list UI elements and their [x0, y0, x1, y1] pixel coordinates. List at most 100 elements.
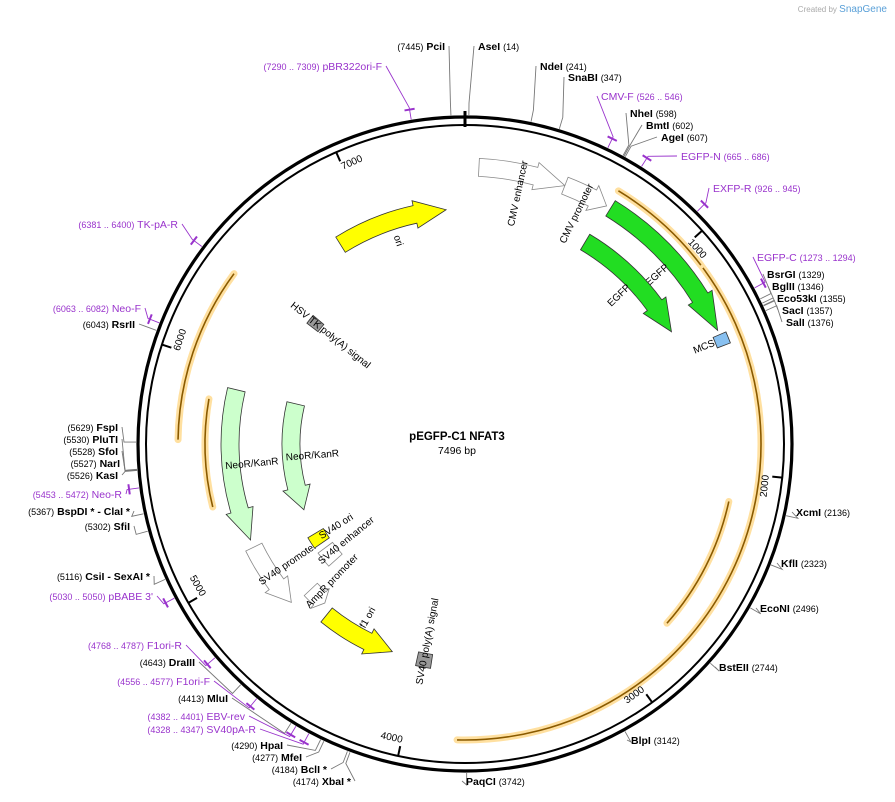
- enzyme-site[interactable]: PaqCI (3742): [461, 772, 525, 788]
- enzyme-site[interactable]: KflI (2323): [770, 558, 827, 571]
- tick-label: 5000: [187, 574, 208, 599]
- enzyme-site[interactable]: BlpI (3142): [624, 731, 680, 747]
- enzyme-label: (6043) RsrII: [83, 319, 135, 331]
- enzyme-site[interactable]: (4290) HpaI: [231, 739, 322, 752]
- tick-mark: [694, 229, 703, 239]
- enzyme-site[interactable]: (5367) BspDI * - ClaI *: [28, 506, 144, 518]
- site-leader-line: [259, 728, 310, 745]
- enzyme-site[interactable]: (4174) XbaI *: [293, 752, 356, 788]
- enzyme-name: AseI: [478, 41, 500, 53]
- feature-ori[interactable]: [335, 200, 448, 253]
- enzyme-site[interactable]: BstEII (2744): [710, 662, 778, 674]
- primer-range: (7290 .. 7309): [264, 62, 320, 72]
- primer-annotation[interactable]: (6381 .. 6400) TK-pA-R: [78, 219, 203, 247]
- enzyme-site[interactable]: (5526) KasI: [67, 469, 138, 482]
- enzyme-site[interactable]: (5528) SfoI: [69, 446, 138, 472]
- enzyme-name: HpaI: [260, 740, 283, 752]
- primer-label: CMV-F (526 .. 546): [601, 91, 683, 103]
- tick-label: 7000: [340, 153, 365, 172]
- enzyme-site[interactable]: (6043) RsrII: [83, 319, 157, 331]
- orf-line: [177, 273, 235, 440]
- enzyme-site[interactable]: BmtI (602): [623, 120, 693, 157]
- feature-polya[interactable]: [415, 651, 434, 669]
- primer-name: SV40pA-R: [206, 724, 256, 736]
- primer-annotation[interactable]: (4768 .. 4787) F1ori-R: [88, 640, 216, 669]
- feature-ori[interactable]: [320, 607, 394, 655]
- primer-label: EGFP-C (1273 .. 1294): [757, 252, 856, 264]
- site-leader-line: [770, 562, 784, 571]
- feature-promoter[interactable]: [561, 176, 608, 212]
- enzyme-name: SacI: [782, 305, 804, 317]
- feature-promoter[interactable]: [478, 157, 566, 191]
- enzyme-site[interactable]: AgeI (607): [624, 132, 708, 157]
- feature-promoter[interactable]: [303, 582, 330, 609]
- enzyme-site[interactable]: (4413) MluI: [178, 693, 292, 735]
- primer-annotation[interactable]: (4382 .. 4401) EBV-rev: [148, 711, 297, 739]
- enzyme-site[interactable]: AseI (14): [468, 41, 519, 116]
- enzyme-site[interactable]: Eco53kI (1355): [763, 293, 846, 306]
- site-leader-line: [622, 112, 630, 156]
- enzyme-label: NheI (598): [630, 108, 677, 120]
- enzyme-site[interactable]: (5530) PluTI: [63, 434, 138, 471]
- enzyme-site[interactable]: (5629) FspI: [67, 422, 137, 443]
- enzyme-site[interactable]: (5302) SfiI: [85, 521, 148, 535]
- feature-egfp[interactable]: [605, 200, 719, 332]
- feature-egfp[interactable]: [579, 233, 673, 333]
- primer-annotation[interactable]: EGFP-C (1273 .. 1294): [752, 252, 856, 289]
- site-leader-line: [530, 65, 537, 122]
- enzyme-site[interactable]: (5527) NarI: [71, 458, 138, 472]
- site-leader-line: [286, 739, 322, 751]
- primer-annotation[interactable]: EXFP-R (926 .. 945): [697, 183, 800, 212]
- primer-name: EBV-rev: [206, 711, 245, 723]
- primer-annotation[interactable]: (4556 .. 4577) F1ori-F: [117, 676, 258, 711]
- primer-label: (5453 .. 5472) Neo-R: [33, 489, 123, 501]
- enzyme-site[interactable]: (4643) DraIII: [140, 657, 242, 695]
- feature-neokan[interactable]: [220, 387, 254, 541]
- enzyme-site[interactable]: (7445) PciI: [397, 41, 452, 116]
- tick-label: 6000: [172, 327, 190, 352]
- enzyme-site[interactable]: (4184) BclI *: [272, 751, 348, 776]
- site-leader-line: [697, 187, 710, 212]
- primer-name: F1ori-R: [147, 640, 182, 652]
- site-leader-line: [121, 450, 138, 472]
- primer-annotation[interactable]: (7290 .. 7309) pBR322ori-F: [264, 61, 415, 120]
- site-leader-line: [121, 426, 137, 443]
- feature-promoter[interactable]: [317, 541, 343, 567]
- feature-polya[interactable]: [306, 314, 325, 333]
- site-leader-line: [385, 65, 412, 120]
- enzyme-name: NdeI: [540, 61, 563, 73]
- site-leader-line: [558, 76, 565, 129]
- enzyme-site[interactable]: EcoNI (2496): [750, 603, 819, 615]
- feature-ori[interactable]: [307, 528, 330, 549]
- primer-annotation[interactable]: (6063 .. 6082) Neo-F: [53, 303, 160, 325]
- feature-neokan[interactable]: [281, 401, 311, 511]
- tick-label: 3000: [622, 684, 647, 706]
- enzyme-label: XcmI (2136): [796, 507, 850, 519]
- primer-annotation[interactable]: (5453 .. 5472) Neo-R: [33, 484, 140, 501]
- enzyme-site[interactable]: (4277) MfeI: [252, 740, 325, 764]
- enzyme-site[interactable]: NdeI (241): [530, 61, 587, 122]
- primer-name: pBABE 3': [108, 591, 153, 603]
- feature-promoter[interactable]: [245, 542, 292, 603]
- primer-annotation[interactable]: EGFP-N (665 .. 686): [641, 151, 770, 167]
- primer-range: (4328 .. 4347): [147, 725, 203, 735]
- feature-mcs[interactable]: [712, 331, 731, 349]
- primer-label: EXFP-R (926 .. 945): [713, 183, 800, 195]
- primer-annotation[interactable]: (5030 .. 5050) pBABE 3': [49, 591, 175, 608]
- enzyme-name: AgeI: [661, 132, 684, 144]
- enzyme-label: BstEII (2744): [719, 662, 778, 674]
- feature-label: NeoR/KanR: [285, 448, 339, 463]
- primer-annotation[interactable]: (4328 .. 4347) SV40pA-R: [147, 724, 310, 746]
- enzyme-site[interactable]: XcmI (2136): [786, 507, 850, 520]
- enzyme-site[interactable]: SalI (1376): [765, 305, 834, 329]
- enzyme-position: (4413): [178, 694, 204, 704]
- site-leader-line: [133, 525, 148, 535]
- site-leader-line: [710, 662, 720, 672]
- enzyme-site[interactable]: (5116) CsiI - SexAI *: [57, 571, 166, 586]
- orf-line: [204, 398, 214, 508]
- primer-annotation[interactable]: CMV-F (526 .. 546): [596, 91, 683, 148]
- enzyme-site[interactable]: NheI (598): [622, 108, 677, 156]
- enzyme-site[interactable]: SnaBI (347): [558, 72, 622, 129]
- site-leader-line: [624, 731, 632, 744]
